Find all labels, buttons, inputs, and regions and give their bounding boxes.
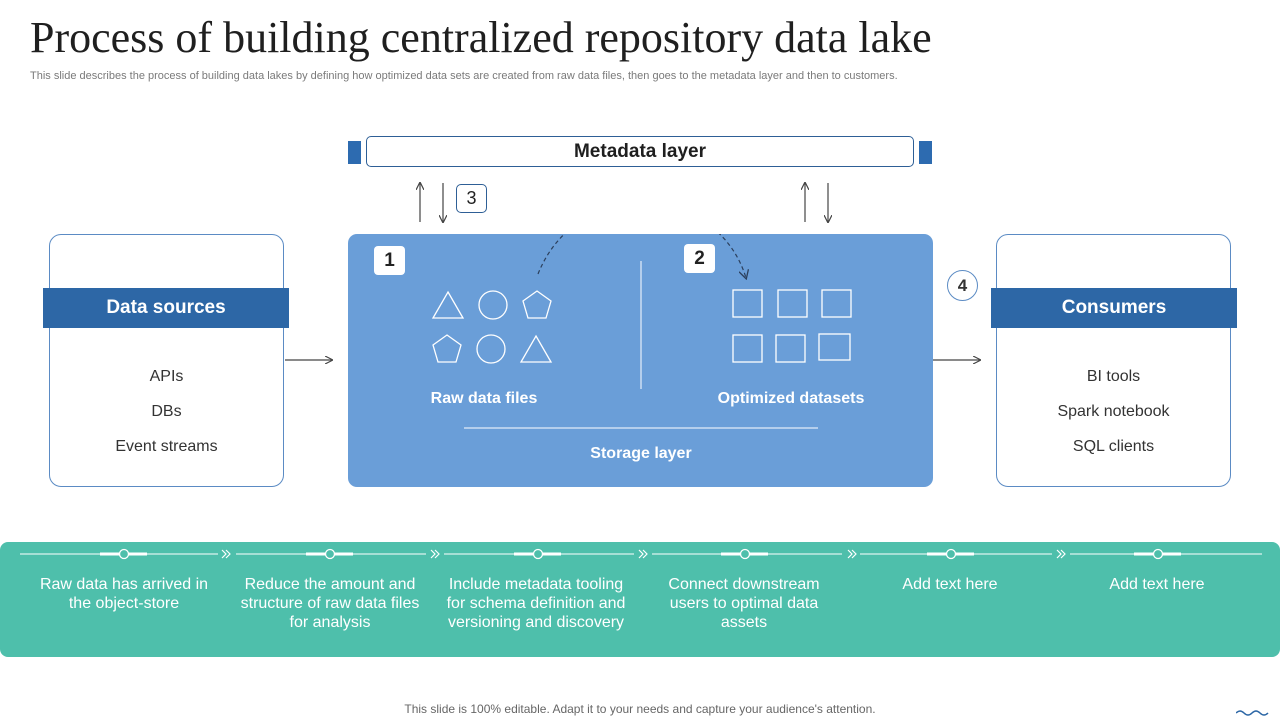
- chevron-right-icon: [847, 549, 857, 559]
- raw-data-files-label: Raw data files: [430, 390, 538, 407]
- step-number-1: 1: [374, 246, 405, 275]
- timeline-track: [20, 548, 1262, 560]
- timeline-node: [739, 548, 751, 560]
- consumers-box: [996, 234, 1231, 487]
- metadata-layer-box: Metadata layer: [366, 136, 914, 167]
- page-subtitle: This slide describes the process of buil…: [30, 70, 898, 82]
- step-number-3: 3: [456, 184, 487, 213]
- circle-shape: [478, 290, 508, 320]
- dataset-square: [732, 334, 763, 363]
- triangle-shape: [431, 290, 465, 319]
- list-item: BI tools: [1086, 368, 1141, 385]
- timeline-node: [1152, 548, 1164, 560]
- list-item: SQL clients: [1072, 438, 1155, 455]
- consumers-list: BI tools Spark notebook SQL clients: [996, 364, 1231, 469]
- dataset-square: [821, 289, 852, 318]
- dataset-square: [732, 289, 763, 318]
- metadata-left-tab: [348, 141, 361, 164]
- chevron-right-icon: [430, 549, 440, 559]
- metadata-right-tab: [919, 141, 932, 164]
- dataset-square: [818, 333, 851, 361]
- optimized-datasets-label: Optimized datasets: [717, 390, 865, 407]
- process-timeline-band: [0, 542, 1280, 657]
- chevron-right-icon: [638, 549, 648, 559]
- page-title: Process of building centralized reposito…: [30, 13, 932, 62]
- chevron-right-icon: [1056, 549, 1066, 559]
- timeline-node: [324, 548, 336, 560]
- triangle-shape: [519, 334, 553, 363]
- timeline-step-6: Add text here: [1109, 576, 1205, 593]
- wave-icon: [1236, 710, 1269, 716]
- list-item: Spark notebook: [1057, 403, 1170, 420]
- data-sources-box: [49, 234, 284, 487]
- metadata-layer-label: Metadata layer: [573, 140, 706, 162]
- timeline-step-5: Add text here: [902, 576, 998, 593]
- circle-shape: [476, 334, 506, 364]
- data-sources-list: APIs DBs Event streams: [49, 364, 284, 469]
- dataset-square: [775, 334, 806, 363]
- step-number-4: 4: [947, 270, 978, 301]
- pentagon-shape: [522, 290, 552, 319]
- data-sources-header: Data sources: [43, 288, 289, 328]
- dashed-transform-arrow: [537, 234, 746, 278]
- step-number-2: 2: [684, 244, 715, 273]
- timeline-step-1: Raw data has arrived in the object-store: [39, 576, 209, 612]
- list-item: DBs: [151, 403, 182, 420]
- chevron-right-icon: [221, 549, 231, 559]
- timeline-node: [118, 548, 130, 560]
- pentagon-shape: [432, 334, 462, 363]
- consumers-header: Consumers: [991, 288, 1237, 328]
- list-item: Event streams: [115, 438, 218, 455]
- timeline-node: [945, 548, 957, 560]
- storage-layer-graphics: [431, 234, 852, 429]
- list-item: APIs: [149, 368, 184, 385]
- timeline-node: [532, 548, 544, 560]
- timeline-step-2: Reduce the amount and structure of raw d…: [240, 576, 420, 631]
- timeline-step-3: Include metadata tooling for schema defi…: [446, 576, 626, 631]
- dataset-square: [777, 289, 808, 318]
- timeline-step-4: Connect downstream users to optimal data…: [668, 576, 820, 631]
- storage-layer-label: Storage layer: [590, 445, 692, 462]
- footer-note: This slide is 100% editable. Adapt it to…: [404, 702, 876, 716]
